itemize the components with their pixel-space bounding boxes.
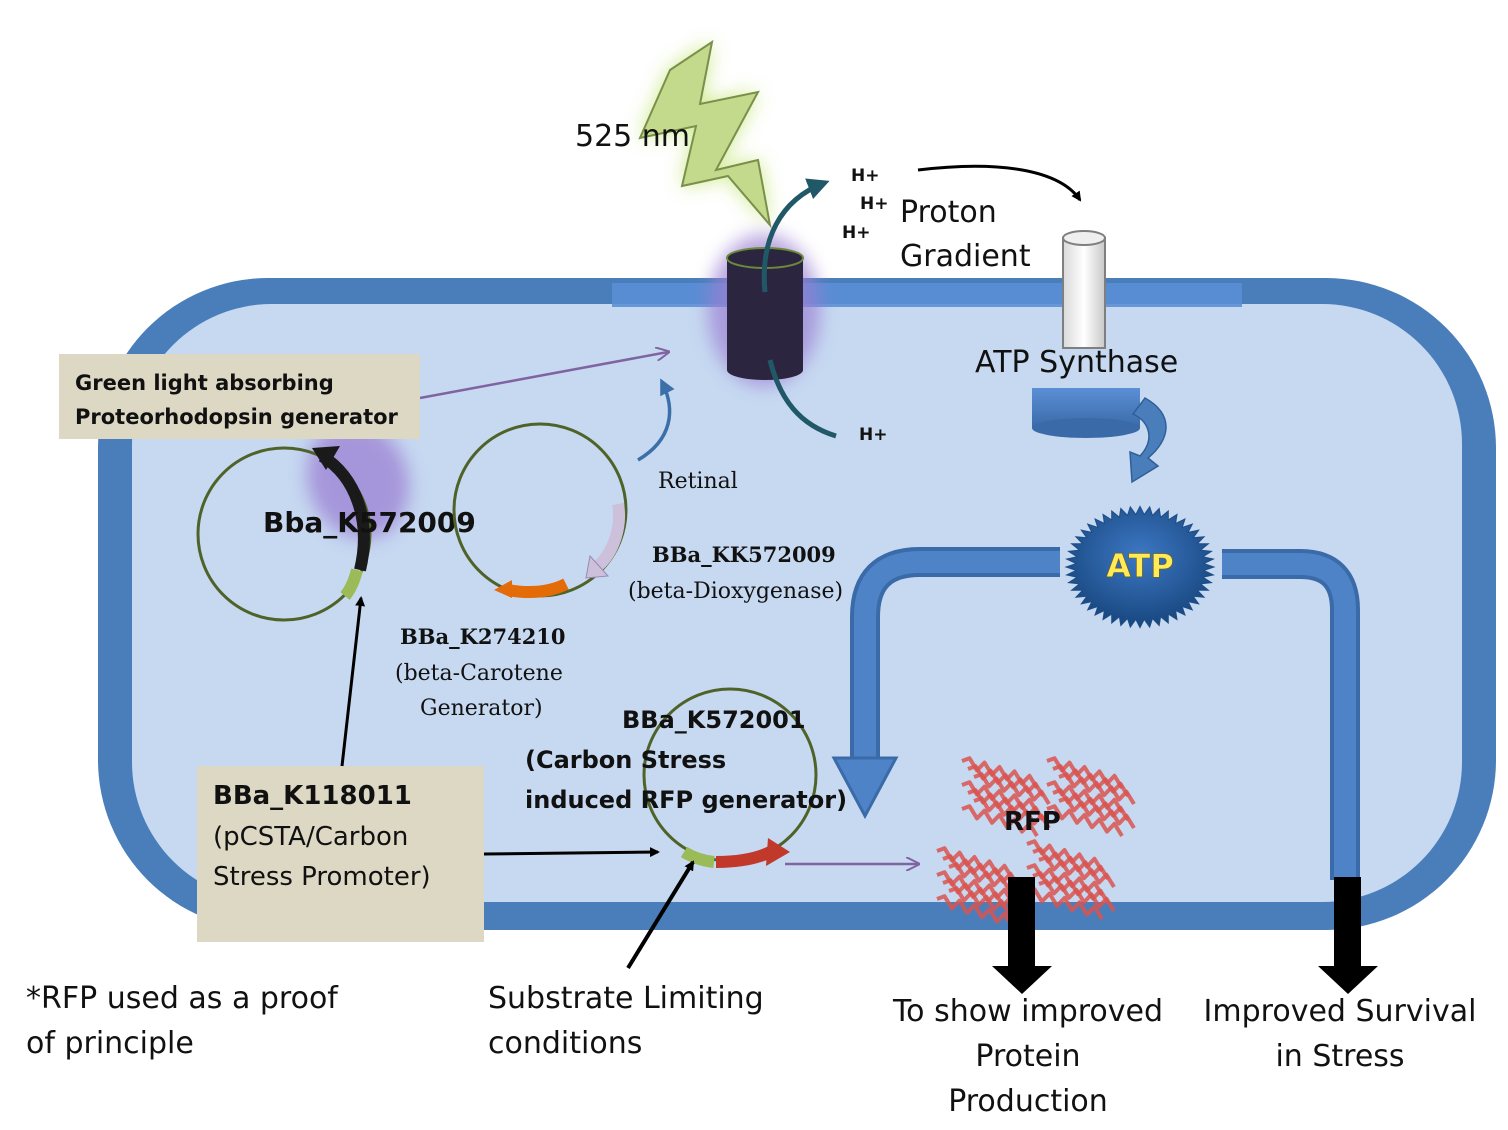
rfp-protein-strand bbox=[1058, 772, 1136, 806]
atp-label: ATP bbox=[1106, 547, 1174, 585]
promoter-label-2: (pCSTA/Carbon bbox=[213, 822, 408, 852]
rfp-protein-clusters bbox=[936, 756, 1136, 928]
protein-output-arrow bbox=[992, 877, 1052, 994]
plasmid-k572009-label: Bba_K572009 bbox=[263, 506, 476, 539]
proton-in-arrow bbox=[767, 359, 837, 439]
promoter-label-3: Stress Promoter) bbox=[213, 862, 431, 892]
promoter-to-k572009-arrow bbox=[340, 596, 366, 767]
atp-pipe-right-inner bbox=[1222, 553, 1356, 880]
proton-label-4: H+ bbox=[859, 425, 887, 445]
gradient-arrow bbox=[917, 164, 1082, 202]
retinal-label: Retinal bbox=[658, 469, 738, 494]
rfp-protein-strand bbox=[961, 804, 1039, 838]
substrate-arrow bbox=[626, 860, 695, 970]
survival-note-1: Improved Survival bbox=[1204, 994, 1477, 1029]
proton-label-1: H+ bbox=[851, 166, 879, 186]
proof-note-1: *RFP used as a proof bbox=[26, 981, 339, 1016]
substrate-note-1: Substrate Limiting bbox=[488, 981, 764, 1016]
rfp-protein-strand bbox=[973, 772, 1051, 806]
light-bolt-icon bbox=[638, 39, 772, 229]
proteorhodopsin-generator-line1: Green light absorbing bbox=[75, 371, 334, 395]
proton-label-2: H+ bbox=[860, 194, 888, 214]
promoter-label-1: BBa_K118011 bbox=[213, 781, 412, 811]
rfp-generator-label-3: induced RFP generator) bbox=[525, 786, 847, 814]
rfp-generator-label-2: (Carbon Stress bbox=[525, 746, 726, 774]
dioxygenase-label-2: (beta-Dioxygenase) bbox=[628, 579, 843, 604]
rfp-protein-strand bbox=[1038, 879, 1116, 913]
carotene-label-3: Generator) bbox=[420, 696, 543, 721]
protein-note-3: Production bbox=[948, 1084, 1108, 1119]
substrate-note-2: conditions bbox=[488, 1026, 642, 1061]
rfp-protein-strand bbox=[1046, 804, 1124, 838]
rfp-generator-label-1: BBa_K572001 bbox=[622, 706, 806, 734]
protein-note-1: To show improved bbox=[892, 994, 1163, 1029]
atp-pipe-left-arrowhead bbox=[831, 756, 899, 820]
atp-synthase-icon bbox=[1032, 230, 1140, 438]
carotene-label-1: BBa_K274210 bbox=[400, 624, 566, 649]
membrane-band bbox=[612, 283, 1242, 307]
protein-note-2: Protein bbox=[975, 1039, 1080, 1074]
atp-burst: ATP bbox=[1064, 505, 1216, 629]
rfp-protein-strand bbox=[1038, 855, 1116, 889]
retinal-arrow bbox=[637, 378, 675, 462]
rfp-protein-strand bbox=[1026, 887, 1104, 921]
proof-note-2: of principle bbox=[26, 1026, 194, 1061]
rfp-label: RFP bbox=[1004, 807, 1061, 837]
proton-gradient-label-2: Gradient bbox=[900, 239, 1031, 274]
proton-label-3: H+ bbox=[842, 223, 870, 243]
atp-synthase-label: ATP Synthase bbox=[975, 345, 1178, 380]
rfp-protein-strand bbox=[973, 796, 1051, 830]
rfp-protein-strand bbox=[936, 894, 1014, 928]
proteorhodopsin-generator-box bbox=[59, 354, 420, 439]
synthase-to-atp-arrow bbox=[1129, 397, 1167, 484]
promoter-to-k572001-arrow bbox=[483, 847, 660, 858]
atp-pipe-left-inner bbox=[854, 551, 1060, 760]
wavelength-label: 525 nm bbox=[575, 119, 690, 154]
dioxygenase-label-1: BBa_KK572009 bbox=[652, 542, 836, 567]
survival-output-arrow bbox=[1318, 877, 1378, 994]
proton-gradient-label-1: Proton bbox=[900, 195, 997, 230]
proton-out-arrow bbox=[761, 178, 830, 293]
carotene-label-2: (beta-Carotene bbox=[395, 661, 563, 686]
generator-to-channel-arrow bbox=[419, 352, 668, 400]
proteorhodopsin-generator-line2: Proteorhodopsin generator bbox=[75, 405, 399, 429]
survival-note-2: in Stress bbox=[1275, 1039, 1404, 1074]
proteorhodopsin-channel bbox=[708, 234, 820, 386]
rfp-protein-strand bbox=[1058, 796, 1136, 830]
plasmid-k572001 bbox=[642, 687, 818, 868]
plasmid-carotene-dioxygenase bbox=[452, 422, 628, 598]
promoter-box bbox=[197, 766, 484, 942]
plasmid-k572009 bbox=[196, 421, 410, 622]
